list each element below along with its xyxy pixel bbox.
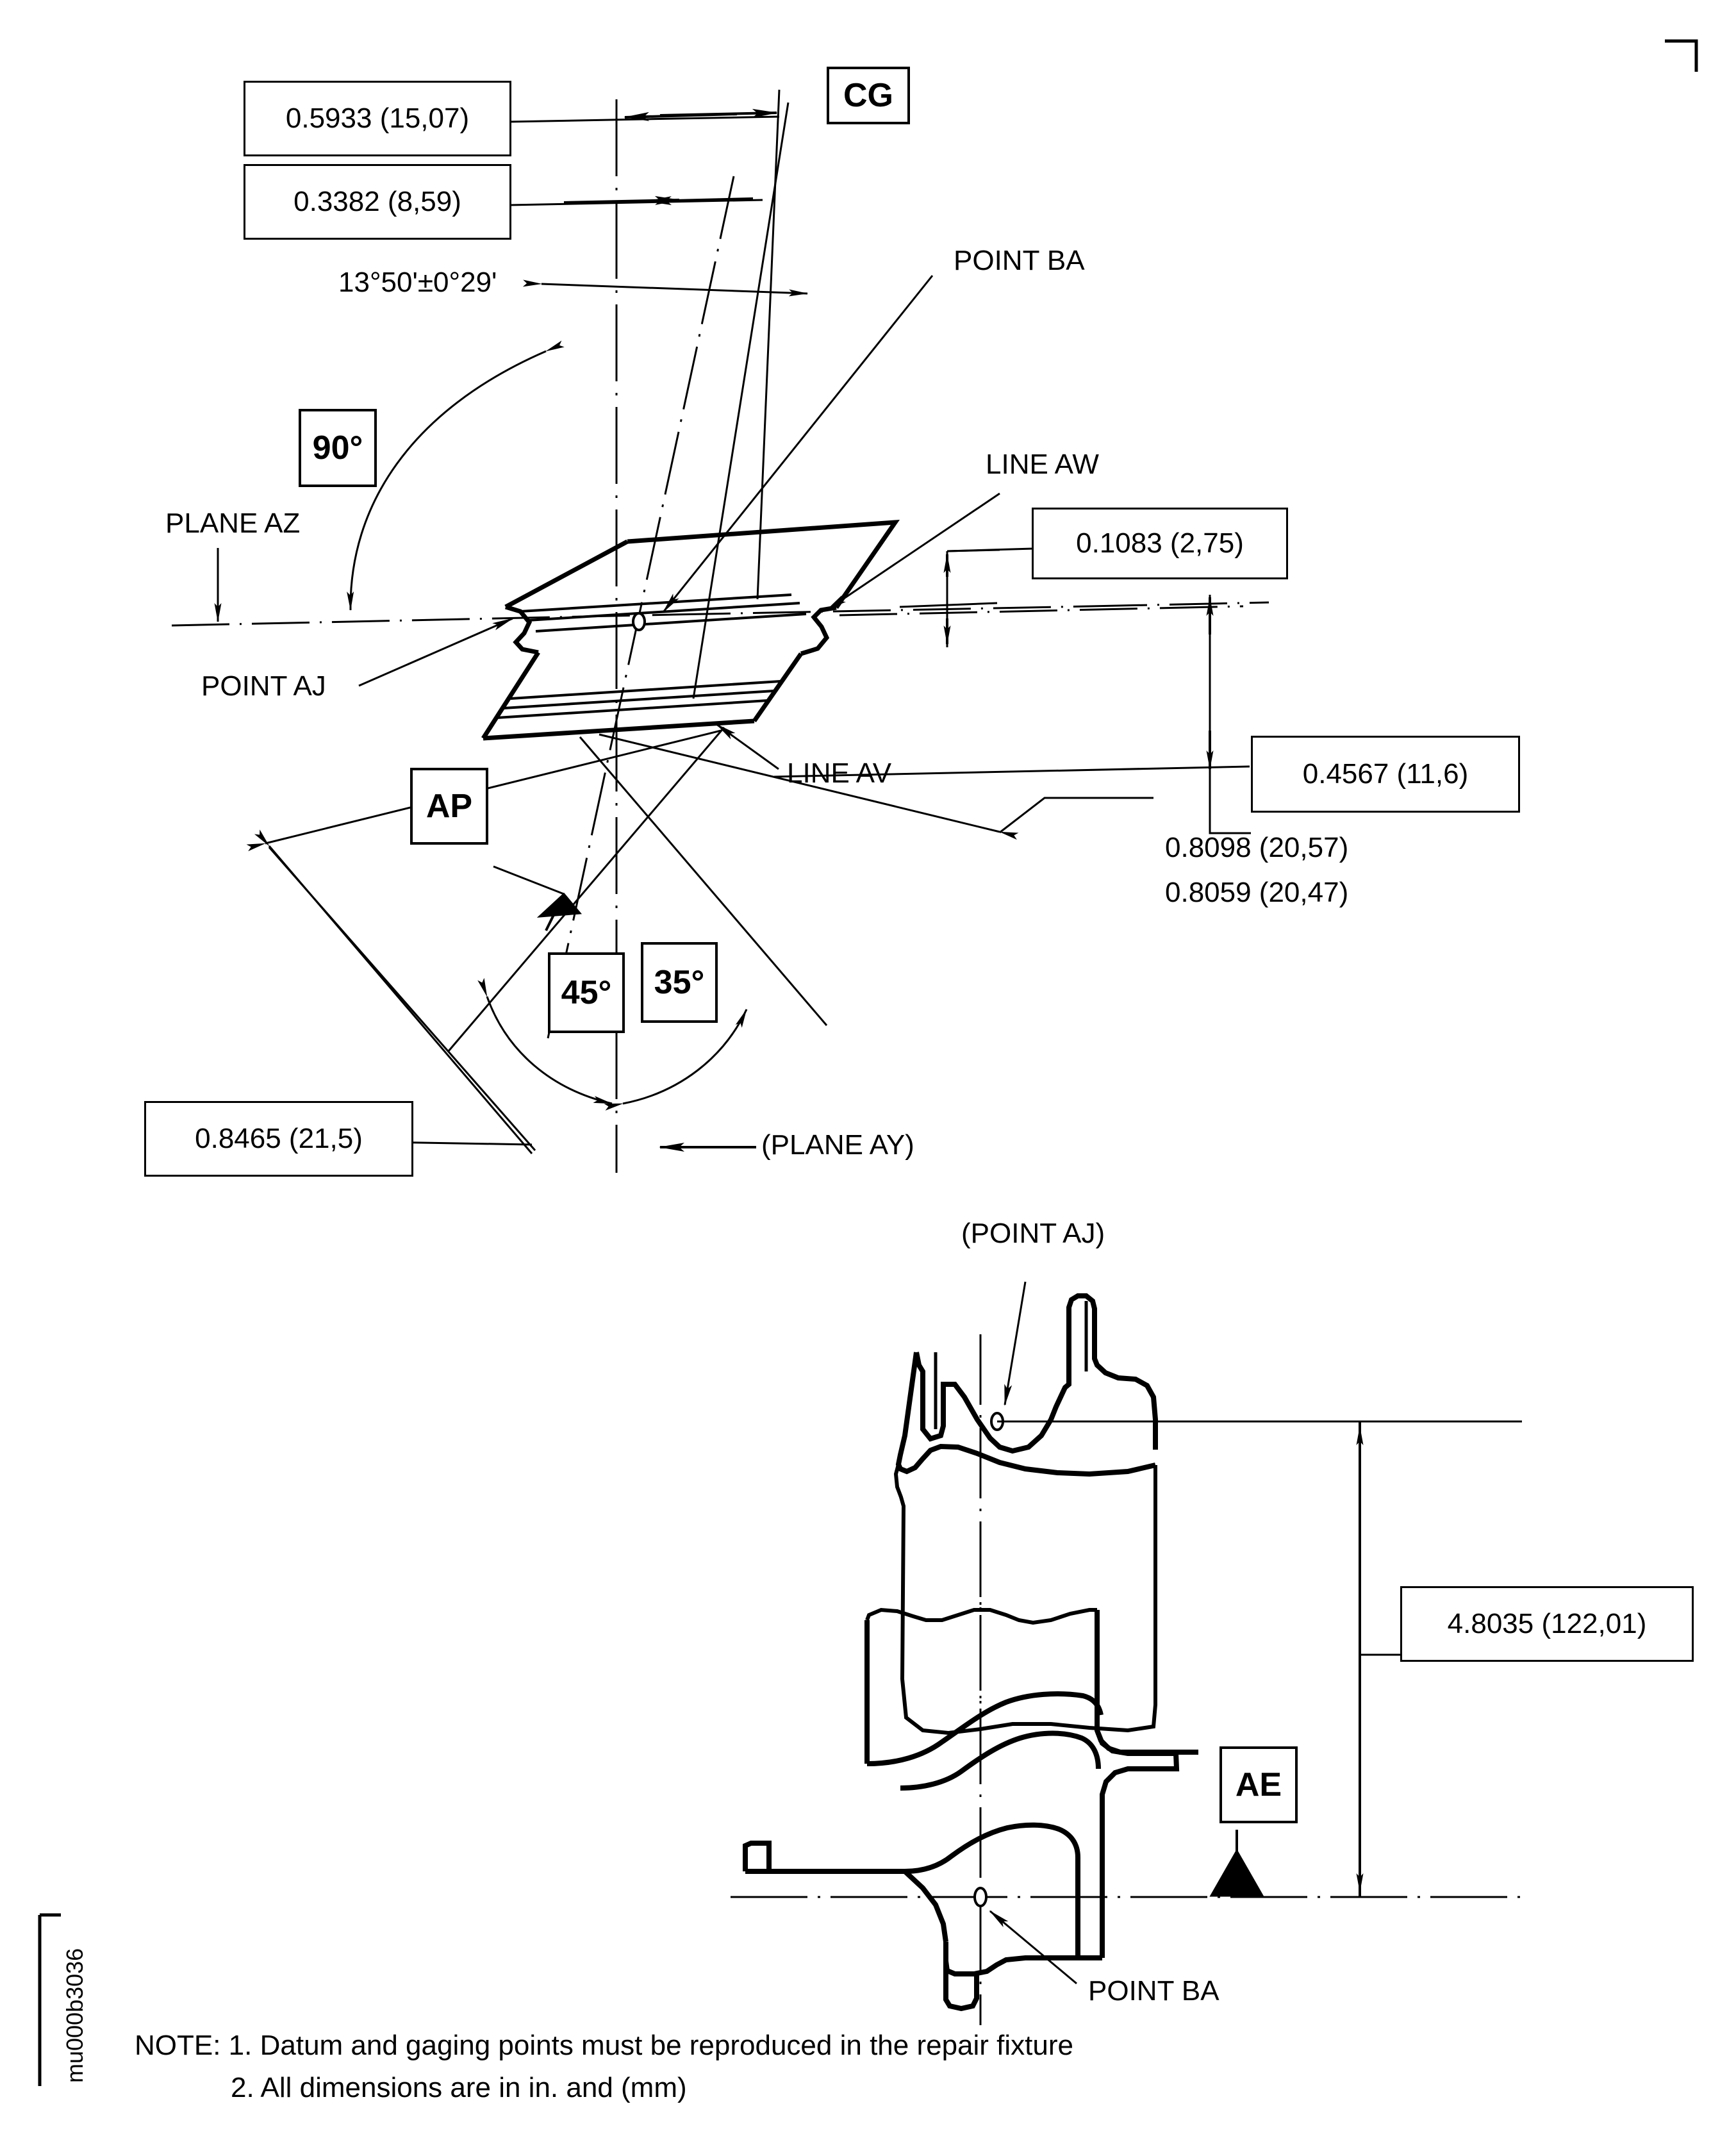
angle-35-arc bbox=[604, 1009, 748, 1111]
ap-leader bbox=[493, 865, 583, 931]
label-line-av: LINE AV bbox=[787, 758, 892, 789]
label-point-aj-paren: (POINT AJ) bbox=[961, 1218, 1105, 1249]
symbol-box-cg: CG bbox=[827, 67, 910, 124]
symbol-label-ae: AE bbox=[1235, 1766, 1282, 1803]
symbol-box-45deg: 45° bbox=[548, 952, 625, 1033]
label-plane-ay: (PLANE AY) bbox=[761, 1129, 914, 1161]
dim-box-5933: 0.5933 (15,07) bbox=[244, 81, 511, 156]
airfoil-tip-profile bbox=[893, 1293, 1158, 1736]
plane-az-datum-line bbox=[171, 601, 1269, 627]
dim-value-1083: 0.1083 (2,75) bbox=[1076, 527, 1244, 559]
gaging-point-marker-center bbox=[632, 612, 646, 631]
blade-isometric-solid bbox=[481, 519, 900, 741]
dim-1083-leader bbox=[899, 542, 1034, 647]
label-point-aj: POINT AJ bbox=[201, 670, 326, 702]
drawing-id-label: mu000b3036 bbox=[62, 1948, 88, 2083]
point-ba-leader-top bbox=[662, 275, 934, 613]
dim-value-4567: 0.4567 (11,6) bbox=[1302, 758, 1469, 790]
dim-3382-leader bbox=[509, 195, 763, 206]
dim-value-1350: 13°50'±0°29' bbox=[338, 267, 497, 298]
dim-4567-leader bbox=[773, 595, 1251, 834]
note-line-2: 2. All dimensions are in in. and (mm) bbox=[231, 2072, 687, 2103]
label-point-ba-bottom: POINT BA bbox=[1088, 1975, 1219, 2007]
note-line-1: NOTE: 1. Datum and gaging points must be… bbox=[135, 2030, 1073, 2061]
label-line-aw: LINE AW bbox=[986, 449, 1099, 480]
point-aj-leader-bottom bbox=[1004, 1281, 1027, 1406]
angle-1350-arc bbox=[522, 279, 808, 297]
ae-datum-triangle bbox=[1209, 1830, 1264, 1897]
symbol-label-90deg: 90° bbox=[312, 429, 363, 467]
symbol-label-cg: CG bbox=[843, 77, 893, 114]
dim-5933-leader bbox=[509, 108, 780, 123]
dim-box-3382: 0.3382 (8,59) bbox=[244, 164, 511, 240]
dim-box-1083: 0.1083 (2,75) bbox=[1032, 508, 1288, 579]
dim-value-3382: 0.3382 (8,59) bbox=[293, 186, 461, 217]
dim-value-5933: 0.5933 (15,07) bbox=[285, 103, 470, 134]
symbol-box-ae: AE bbox=[1219, 1746, 1298, 1823]
dim-value-48035: 4.8035 (122,01) bbox=[1447, 1608, 1647, 1639]
dim-value-8098: 0.8098 (20,57) bbox=[1165, 832, 1349, 863]
right-construction-line bbox=[756, 89, 781, 600]
dim-8098-leader bbox=[999, 797, 1153, 834]
label-point-ba-top: POINT BA bbox=[954, 245, 1085, 276]
symbol-box-35deg: 35° bbox=[641, 942, 718, 1023]
id-bracket bbox=[38, 1913, 61, 2086]
dim-box-8465: 0.8465 (21,5) bbox=[144, 1101, 413, 1177]
symbol-label-ap: AP bbox=[426, 788, 473, 825]
dim-box-48035: 4.8035 (122,01) bbox=[1400, 1586, 1694, 1662]
dim-value-8465: 0.8465 (21,5) bbox=[195, 1123, 363, 1154]
dim-box-4567: 0.4567 (11,6) bbox=[1251, 736, 1520, 813]
point-aj-leader bbox=[358, 617, 514, 687]
angle-90-arc bbox=[347, 340, 565, 611]
line-av-leader bbox=[715, 723, 779, 770]
blade-root-profile bbox=[743, 1607, 1198, 2012]
dim-48035-line bbox=[1356, 1421, 1403, 1897]
label-plane-az: PLANE AZ bbox=[165, 508, 301, 539]
line-aw-leader bbox=[825, 492, 1000, 611]
corner-registration-mark bbox=[1665, 39, 1698, 72]
angle-rays bbox=[246, 727, 1019, 1151]
point-ba-leader-bottom bbox=[989, 1910, 1077, 1985]
angle-45-arc bbox=[477, 977, 613, 1105]
symbol-box-90deg: 90° bbox=[299, 409, 377, 487]
symbol-label-45deg: 45° bbox=[561, 974, 612, 1011]
plane-ay-arrow bbox=[615, 1128, 756, 1173]
dim-value-8059: 0.8059 (20,47) bbox=[1165, 877, 1349, 908]
gaging-point-marker-ba bbox=[973, 1887, 988, 1907]
symbol-label-35deg: 35° bbox=[654, 964, 705, 1001]
inclined-axis-dashdot bbox=[547, 176, 735, 1039]
symbol-box-ap: AP bbox=[410, 768, 488, 845]
